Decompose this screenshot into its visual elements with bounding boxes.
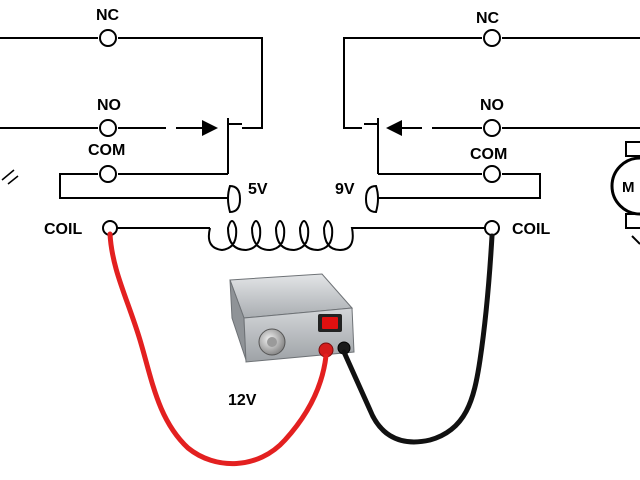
right-voltage-label: 9V xyxy=(335,181,355,198)
power-switch-lamp xyxy=(322,317,338,329)
motor-shaft-mark xyxy=(631,235,640,245)
power-supply xyxy=(229,273,355,363)
motor-housing-top xyxy=(625,141,640,157)
right-nc-label: NC xyxy=(476,10,500,27)
right-com-wire xyxy=(378,173,541,199)
right-no-terminal xyxy=(483,119,501,137)
supply-voltage-label: 12V xyxy=(228,392,257,409)
motor-body xyxy=(610,156,640,216)
left-no-terminal xyxy=(99,119,117,137)
motor-label: M xyxy=(622,179,635,196)
left-com-wire xyxy=(59,173,228,199)
right-coil-label: COIL xyxy=(512,221,550,238)
right-relay: NC NO COM 9V COIL xyxy=(335,10,640,238)
right-no-label: NO xyxy=(480,97,504,114)
motor: M xyxy=(610,141,640,245)
left-edge-arrow-marks xyxy=(1,169,19,185)
motor-housing-bottom xyxy=(625,213,640,229)
left-nc-label: NC xyxy=(96,7,120,24)
left-relay: NC NO COM 5V COIL xyxy=(0,7,268,238)
right-com-label: COM xyxy=(470,146,507,163)
right-com-terminal xyxy=(483,165,501,183)
right-nc-return-wire xyxy=(343,37,482,129)
left-com-terminal xyxy=(99,165,117,183)
right-coil-terminal xyxy=(484,220,500,236)
left-coil-label: COIL xyxy=(44,221,82,238)
left-nc-terminal xyxy=(99,29,117,47)
left-5v-tap-shape xyxy=(227,184,242,214)
right-9v-tap-shape xyxy=(364,184,379,214)
positive-red-lead xyxy=(107,231,329,467)
relay-coil-winding xyxy=(207,220,372,252)
left-no-label: NO xyxy=(97,97,121,114)
left-nc-return-wire xyxy=(118,37,263,129)
left-voltage-label: 5V xyxy=(248,181,268,198)
negative-black-lead xyxy=(341,233,495,445)
right-nc-terminal xyxy=(483,29,501,47)
left-com-label: COM xyxy=(88,142,125,159)
